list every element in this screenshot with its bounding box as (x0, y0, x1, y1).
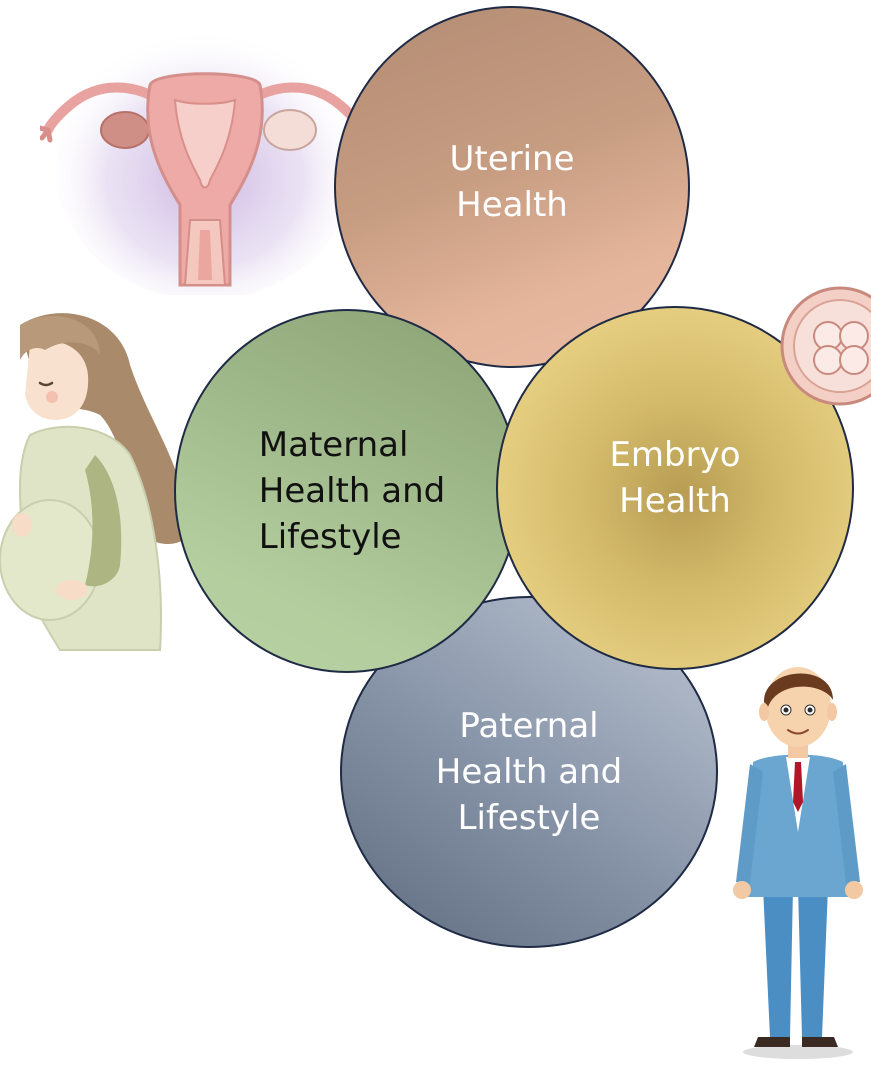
embryo-health-label: Embryo Health (609, 432, 740, 544)
uterus-illustration (40, 30, 370, 295)
maternal-health-label: Maternal Health and Lifestyle (259, 422, 445, 560)
man-in-suit-illustration (718, 652, 871, 1062)
paternal-health-label: Paternal Health and Lifestyle (436, 703, 622, 841)
embryo-cell-illustration (770, 286, 871, 406)
maternal-health-circle: Maternal Health and Lifestyle (174, 309, 520, 673)
uterine-health-label: Uterine Health (449, 136, 574, 238)
pregnant-woman-illustration (0, 305, 200, 670)
